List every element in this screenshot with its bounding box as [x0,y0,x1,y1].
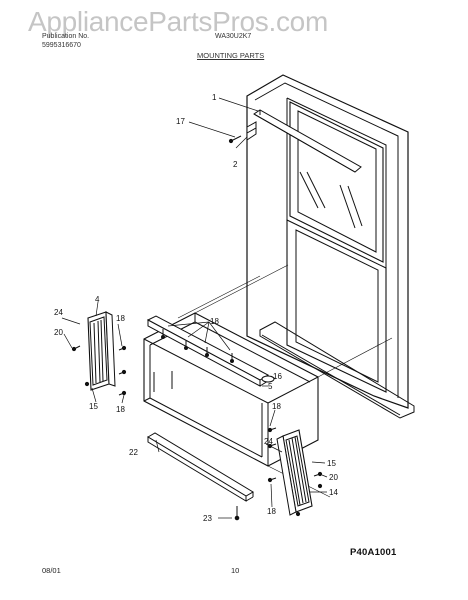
footer-date: 08/01 [42,566,61,575]
leader-lines [61,97,328,519]
model-number: WA30U2K7 [215,33,252,40]
callout-5: 5 [268,382,273,391]
watermark-logo: AppliancePartsPros.com [28,6,328,37]
upper-window-sash [289,101,384,263]
callout-15-right: 15 [327,459,336,468]
diagram-code: P40A1001 [350,547,397,558]
cabinet-top-rail [146,315,270,387]
foam-seal [261,375,275,383]
left-panel-screws [71,345,127,396]
right-panel-screws [267,427,323,517]
callout-22: 22 [129,448,138,457]
callout-2: 2 [233,160,238,169]
callout-16: 16 [273,372,282,381]
callout-15-left: 15 [89,402,98,411]
rail-bracket [246,121,257,141]
callout-24-left: 24 [54,308,63,317]
publication-label: Publication No. [42,33,90,40]
top-mounting-rail [253,109,362,173]
bracket-screw [228,135,242,144]
callout-14: 14 [329,488,338,497]
callout-18-rail: 18 [210,317,219,326]
right-side-panel [276,429,313,516]
callout-18-left-bottom: 18 [116,405,125,414]
callout-17: 17 [176,117,185,126]
footer-page-number: 10 [231,566,240,575]
rail-screws [161,329,234,363]
callout-18-left-top: 18 [116,314,125,323]
callout-24-right: 24 [264,437,273,446]
callout-4: 4 [95,295,100,304]
window-sill [259,321,415,419]
lower-window-sash [286,219,387,393]
bottom-screw [234,506,240,521]
callout-18-right-top: 18 [272,402,281,411]
section-title: MOUNTING PARTS [197,51,265,60]
bottom-sill-rail [147,432,254,502]
callout-23: 23 [203,514,212,523]
callout-labels: 1 17 2 24 4 20 18 15 18 18 16 5 18 24 15… [54,93,338,523]
left-side-panel [87,311,116,391]
callout-1: 1 [212,93,217,102]
callout-20-right: 20 [329,473,338,482]
publication-number: 5995316670 [42,42,81,49]
callout-20-left: 20 [54,328,63,337]
callout-18-right-bottom: 18 [267,507,276,516]
